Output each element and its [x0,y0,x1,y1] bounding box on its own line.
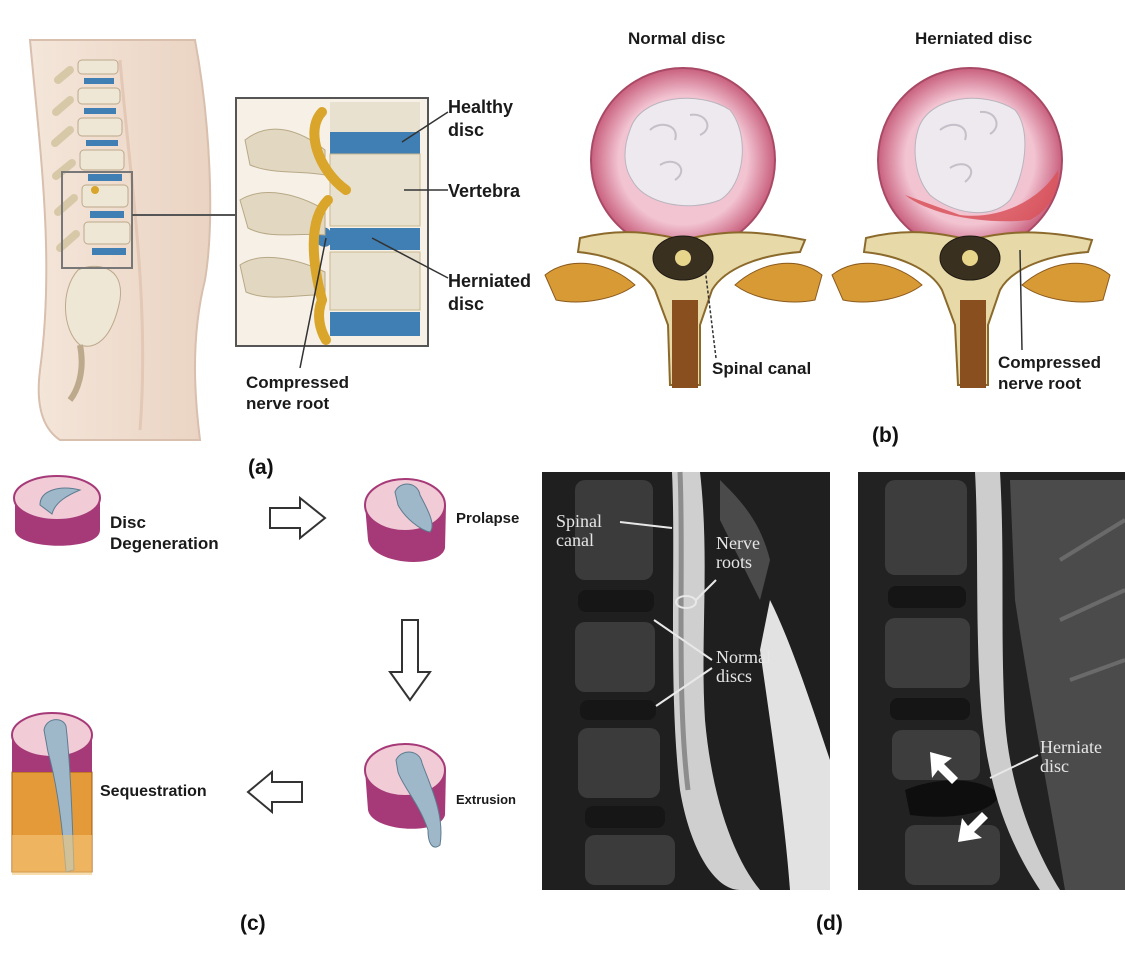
label-healthy-disc: Healthy disc [448,97,514,140]
label-spinal-canal-b: Spinal canal [712,359,812,378]
label-spinal-canal-d: Spinal canal [556,511,603,550]
arrow-left [246,769,303,815]
label-herniate-disc: Herniate disc [1040,737,1102,776]
panel-d-mri-normal [542,471,830,890]
zoom-source-box [61,171,133,269]
nucleus-herniated [914,97,1026,214]
label-prolapse: Prolapse [456,510,520,527]
panel-c-stage-prolapse [364,478,446,562]
panel-d-mri-herniated [858,472,1125,890]
label-extrusion: Extrusion [456,792,516,807]
panel-c-stage-extrusion [364,743,446,848]
label-vertebra: Vertebra [448,181,521,201]
herniation-bulge [905,170,1059,222]
title-normal-disc: Normal disc [628,29,726,48]
arrow-down [388,619,432,702]
panel-c-stage-sequestration [11,712,93,875]
label-compressed-nerve-root-b: Compressed nerve root [998,353,1101,394]
panel-c-stage-degeneration [13,475,101,546]
panel-a-illustration [28,39,449,441]
panel-a-tag: (a) [248,456,274,479]
nucleus-normal [624,97,743,207]
small-spine-column [51,59,131,402]
white-arrow-upper [930,752,958,784]
zoomed-vertebrae [239,102,421,345]
label-sequestration: Sequestration [100,783,207,800]
label-disc-degeneration: Disc Degeneration [110,513,219,554]
label-nerve-roots: Nerve roots [716,533,760,572]
panel-b-tag: (b) [872,424,899,447]
panel-b-herniated-disc [831,67,1111,388]
herniated-disc-dark [905,780,1000,817]
title-herniated-disc: Herniated disc [915,29,1033,48]
panel-d-tag: (d) [816,912,843,935]
label-normal-discs: Normal discs [716,647,771,686]
panel-b-normal-disc [544,67,823,388]
arrow-right [269,495,327,541]
panel-c-tag: (c) [240,912,266,935]
label-herniated-disc: Herniated disc [448,271,532,314]
white-arrow-lower [958,812,988,842]
label-compressed-nerve-root-a: Compressed nerve root [246,373,349,414]
